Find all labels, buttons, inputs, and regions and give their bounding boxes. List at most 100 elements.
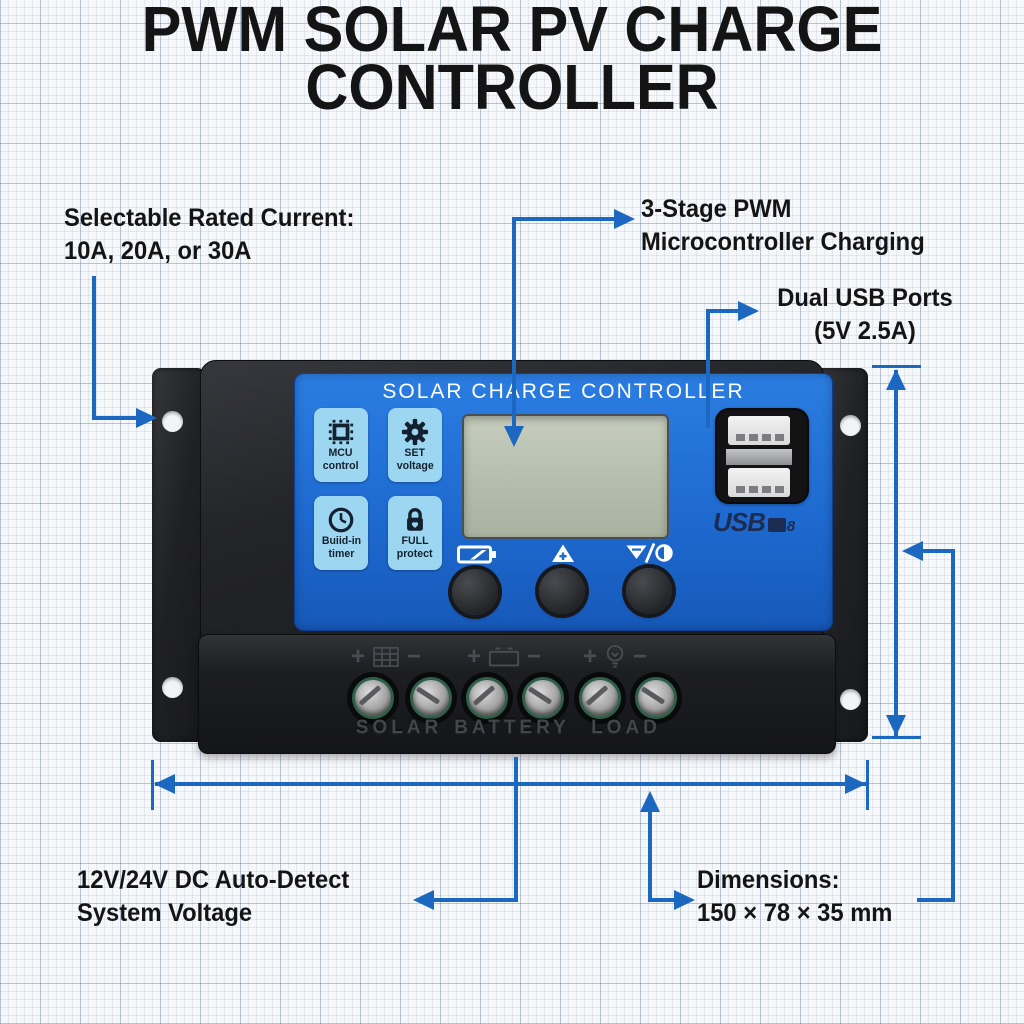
usb-port-divider (726, 449, 792, 465)
terminal-screw (466, 677, 508, 719)
terminal-screw (410, 677, 452, 719)
usb-logo-suffix: 8 (786, 518, 796, 535)
usb-logo: USB 8 (713, 507, 796, 537)
arrowhead-to-usb-label (738, 301, 759, 321)
terminal-label-solar: SOLAR (355, 717, 443, 738)
up-plus-button-icon (552, 544, 574, 562)
screw-hole (162, 411, 183, 432)
solar-panel-icon (373, 647, 399, 667)
callout-line-pwm-v (512, 217, 516, 427)
label-pwm-line1: 3-Stage PWM (641, 195, 792, 223)
feature-tile-set-voltage: SET voltage (388, 408, 442, 482)
callout-line-voltage-v (514, 757, 518, 902)
feature-label: SET (404, 446, 426, 459)
callout-line-pwm-h (512, 217, 616, 221)
callout-line-dimensions-v (648, 797, 652, 902)
feature-tile-mcu: MCU control (314, 408, 368, 482)
callout-line-rated-current-v (92, 276, 96, 420)
width-arrowhead-right (845, 774, 866, 794)
feature-tile-protect: FULL protect (388, 496, 442, 570)
usb-port-bottom (728, 468, 790, 497)
label-rated-current-line1: Selectable Rated Current: (64, 204, 355, 232)
mounting-ear-left (152, 368, 206, 742)
page-title-line1: PWM SOLAR PV CHARGE (141, 0, 883, 65)
arrowhead-to-height-line (902, 541, 923, 561)
terminal-block: + − + − + (198, 634, 836, 754)
label-pwm-charging: 3-Stage PWM Microcontroller Charging (641, 193, 925, 259)
charge-controller-product-image: SOLAR CHARGE CONTROLLER MCU control (150, 360, 870, 756)
arrowhead-to-width-line (640, 791, 660, 812)
terminal-screw (635, 677, 677, 719)
mcu-chip-icon (328, 419, 354, 444)
terminal-screw (352, 677, 394, 719)
arrowhead-to-voltage-label (413, 890, 434, 910)
minus-sign: − (527, 643, 542, 670)
dims-connector-h-bottom (917, 898, 955, 902)
feature-label: MCU (328, 446, 354, 459)
feature-tile-timer: Buiid-in timer (314, 496, 368, 570)
feature-label: control (323, 460, 359, 472)
feature-label: protect (397, 548, 433, 560)
arrowhead-to-dimensions-label (674, 890, 695, 910)
arrowhead-to-device-left (136, 408, 157, 428)
height-arrowhead-bottom (886, 715, 906, 736)
screw-hole (840, 415, 861, 436)
menu-button (452, 569, 498, 615)
screw-hole (162, 677, 183, 698)
label-pwm-line2: Microcontroller Charging (641, 228, 925, 256)
callout-line-rated-current-h (92, 416, 138, 420)
panel-header-text: SOLAR CHARGE CONTROLLER (382, 380, 745, 403)
feature-label: Buiid-in (321, 534, 361, 547)
terminal-screw (579, 677, 621, 719)
label-system-voltage-line1: 12V/24V DC Auto-Detect (77, 866, 350, 894)
dims-connector-v-right (951, 549, 955, 902)
controller-front-panel: SOLAR CHARGE CONTROLLER MCU control (294, 373, 833, 631)
callout-line-usb-h (706, 309, 740, 313)
controller-body: SOLAR CHARGE CONTROLLER MCU control (200, 360, 833, 648)
battery-symbol-icon (488, 647, 520, 667)
feature-label: timer (328, 548, 354, 560)
down-button (626, 568, 672, 614)
height-tick-top (872, 365, 921, 368)
width-tick-right (866, 760, 869, 810)
plus-sign: + (583, 643, 598, 670)
usb-logo-text: USB (713, 507, 766, 537)
usb-plug-icon (767, 518, 786, 532)
label-rated-current: Selectable Rated Current: 10A, 20A, or 3… (64, 202, 354, 268)
callout-line-usb-v (706, 309, 710, 428)
label-dual-usb-line2: (5V 2.5A) (814, 317, 916, 345)
minus-sign: − (407, 643, 422, 670)
down-backlight-button-icon (626, 543, 673, 563)
plus-sign: + (351, 643, 366, 670)
label-dimensions-line2: 150 × 78 × 35 mm (697, 899, 893, 927)
load-terminal-symbols: + − (583, 643, 647, 671)
padlock-icon (407, 507, 423, 531)
label-system-voltage-line2: System Voltage (77, 899, 253, 927)
screw-hole (840, 689, 861, 710)
clock-icon (328, 507, 354, 532)
width-arrowhead-left (154, 774, 175, 794)
feature-label: voltage (396, 460, 434, 472)
height-dimension-line (894, 370, 898, 737)
terminal-label-battery: BATTERY (454, 717, 570, 738)
width-tick-left (151, 760, 154, 810)
width-dimension-line (155, 782, 866, 786)
plus-sign: + (467, 643, 482, 670)
arrowhead-to-lcd (504, 426, 524, 447)
label-dual-usb: Dual USB Ports (5V 2.5A) (756, 282, 975, 348)
arrowhead-to-pwm-label (614, 209, 635, 229)
callout-line-dimensions-h (648, 898, 676, 902)
page-title-line2: CONTROLLER (305, 51, 719, 123)
label-rated-current-line2: 10A, 20A, or 30A (64, 237, 252, 265)
height-tick-bottom (872, 736, 921, 739)
lcd-display (462, 414, 669, 539)
usb-port-top (728, 416, 790, 445)
label-system-voltage: 12V/24V DC Auto-Detect System Voltage (77, 864, 349, 930)
feature-label: FULL (401, 534, 429, 547)
solar-terminal-symbols: + − (351, 643, 421, 671)
dual-usb-port-module (715, 408, 809, 504)
up-button (539, 568, 585, 614)
terminal-screw (522, 677, 564, 719)
callout-line-voltage-h (432, 898, 518, 902)
